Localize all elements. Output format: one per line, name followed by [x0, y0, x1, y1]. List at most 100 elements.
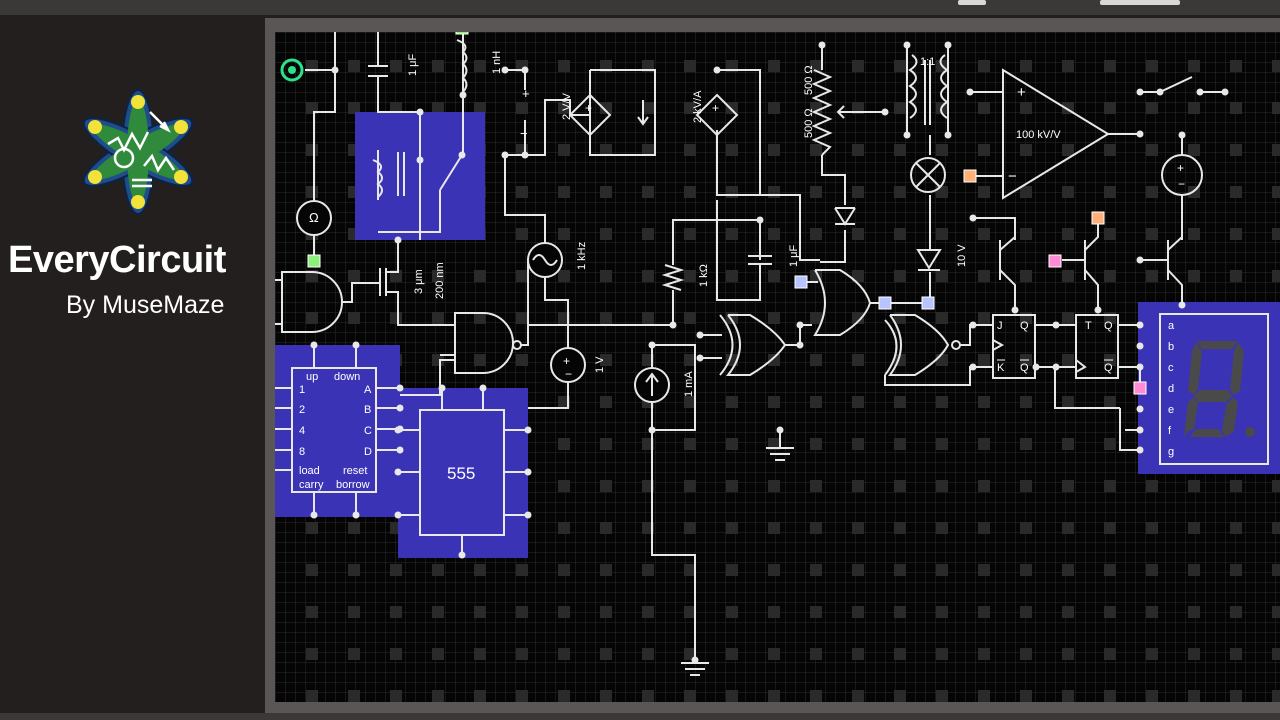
grid-dot	[432, 102, 444, 114]
grid-dot	[1230, 144, 1242, 156]
dc-voltage-source-icon[interactable]	[550, 347, 586, 383]
grid-dot	[852, 522, 864, 534]
counter-borrow-label: borrow	[336, 479, 370, 491]
grid-dot	[936, 270, 948, 282]
grid-dot	[642, 228, 654, 240]
grid-dot	[516, 312, 528, 324]
grid-dot	[726, 522, 738, 534]
opamp-plus-label: +	[1017, 84, 1026, 101]
seven-segment-block[interactable]	[1138, 302, 1280, 474]
grid-dot	[474, 648, 486, 660]
grid-dot	[1272, 522, 1280, 534]
grid-dot	[558, 102, 570, 114]
blue-node[interactable]	[878, 296, 892, 310]
grid-dot	[852, 354, 864, 366]
grid-dot	[1272, 606, 1280, 618]
app-author: By MuseMaze	[66, 291, 225, 319]
counter-in2-label: 2	[299, 404, 305, 416]
grid-dot	[1062, 606, 1074, 618]
grid-dot	[1104, 228, 1116, 240]
grid-dot	[684, 144, 696, 156]
grid-dot	[852, 690, 864, 702]
grid-dot	[474, 102, 486, 114]
grid-dot	[810, 606, 822, 618]
grid-dot	[1188, 102, 1200, 114]
blue-node[interactable]	[794, 275, 808, 289]
grid-dot	[684, 102, 696, 114]
grid-dot	[894, 606, 906, 618]
grid-dot	[1188, 564, 1200, 576]
minus-sign: −	[520, 126, 528, 141]
jk-q-label: Q	[1020, 320, 1029, 332]
grid-dot	[474, 690, 486, 702]
dc-source-label: 1 V	[594, 356, 606, 373]
circuit-canvas[interactable]: 1 μF 1 nH 3 μm 200 nm 2 V/V 2 kV/A 500 Ω…	[275, 32, 1280, 702]
grid-dot	[936, 438, 948, 450]
grid-dot	[1146, 480, 1158, 492]
jk-qbar-label: Q	[1020, 362, 1029, 374]
grid-dot	[978, 60, 990, 72]
grid-dot	[600, 480, 612, 492]
blue-node[interactable]	[921, 296, 935, 310]
display-b-label: b	[1168, 341, 1174, 353]
grid-dot	[1020, 480, 1032, 492]
pink-node[interactable]	[1133, 381, 1147, 395]
counter-load-label: load	[299, 465, 320, 477]
grid-dot	[684, 480, 696, 492]
ohmmeter-symbol: Ω	[309, 210, 319, 225]
grid-dot	[348, 522, 360, 534]
grid-dot	[1146, 648, 1158, 660]
grid-dot	[1020, 606, 1032, 618]
grid-dot	[1272, 228, 1280, 240]
grid-dot	[1104, 690, 1116, 702]
grid-dot	[726, 690, 738, 702]
grid-dot	[852, 438, 864, 450]
counter-block[interactable]	[275, 345, 400, 517]
pot-bottom-label: 500 Ω	[803, 108, 815, 138]
grid-dot	[1020, 186, 1032, 198]
grid-dot	[768, 270, 780, 282]
grid-dot	[390, 690, 402, 702]
grid-dot	[1272, 648, 1280, 660]
grid-dot	[558, 60, 570, 72]
grid-dot	[684, 270, 696, 282]
grid-dot	[474, 354, 486, 366]
grid-dot	[852, 228, 864, 240]
grid-dot	[978, 606, 990, 618]
grid-dot	[516, 102, 528, 114]
grid-dot	[1230, 480, 1242, 492]
grid-dot	[1062, 564, 1074, 576]
grid-dot	[1104, 522, 1116, 534]
grid-dot	[852, 312, 864, 324]
ohmmeter-icon[interactable]	[296, 200, 332, 236]
green-node[interactable]	[307, 254, 321, 268]
grid-dot	[600, 228, 612, 240]
grid-dot	[810, 102, 822, 114]
grid-dot	[726, 270, 738, 282]
grid-dot	[306, 144, 318, 156]
grid-dot	[768, 690, 780, 702]
grid-dot	[1062, 144, 1074, 156]
grid-dot	[810, 396, 822, 408]
green-node[interactable]	[455, 32, 469, 35]
orange-node[interactable]	[1091, 211, 1105, 225]
grid-dot	[558, 144, 570, 156]
orange-node[interactable]	[963, 169, 977, 183]
grid-dot	[684, 228, 696, 240]
tff-t-label: T	[1085, 320, 1092, 332]
pink-node[interactable]	[1048, 254, 1062, 268]
grid-dot	[1062, 270, 1074, 282]
display-d-label: d	[1168, 383, 1174, 395]
pot-top-label: 500 Ω	[803, 65, 815, 95]
grid-dot	[1146, 270, 1158, 282]
voltage-probe-icon[interactable]	[280, 58, 304, 82]
counter-b-label: B	[364, 404, 371, 416]
grid-dot	[978, 648, 990, 660]
capacitor2-label: 1 μF	[788, 244, 800, 267]
grid-dot	[726, 228, 738, 240]
grid-dot	[1188, 480, 1200, 492]
grid-dot	[1272, 144, 1280, 156]
grid-dot	[684, 648, 696, 660]
grid-dot	[684, 60, 696, 72]
mosfet-length-label: 200 nm	[434, 262, 446, 299]
